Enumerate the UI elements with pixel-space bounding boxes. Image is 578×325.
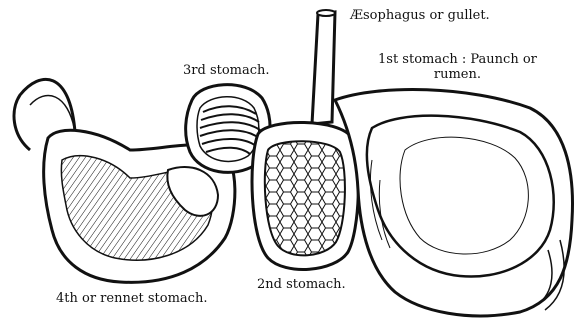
fourth-stomach-label: 4th or rennet stomach.	[56, 291, 207, 306]
first-stomach	[335, 90, 573, 316]
second-stomach-label: 2nd stomach.	[257, 277, 346, 292]
second-stomach	[252, 122, 358, 269]
third-stomach-label: 3rd stomach.	[183, 63, 270, 78]
first-stomach-label-line1: 1st stomach : Paunch or	[378, 52, 537, 67]
first-stomach-label-line2: rumen.	[378, 67, 537, 82]
oesophagus	[312, 10, 335, 124]
first-stomach-label: 1st stomach : Paunch or rumen.	[378, 52, 537, 82]
oesophagus-label: Æsophagus or gullet.	[350, 8, 490, 23]
